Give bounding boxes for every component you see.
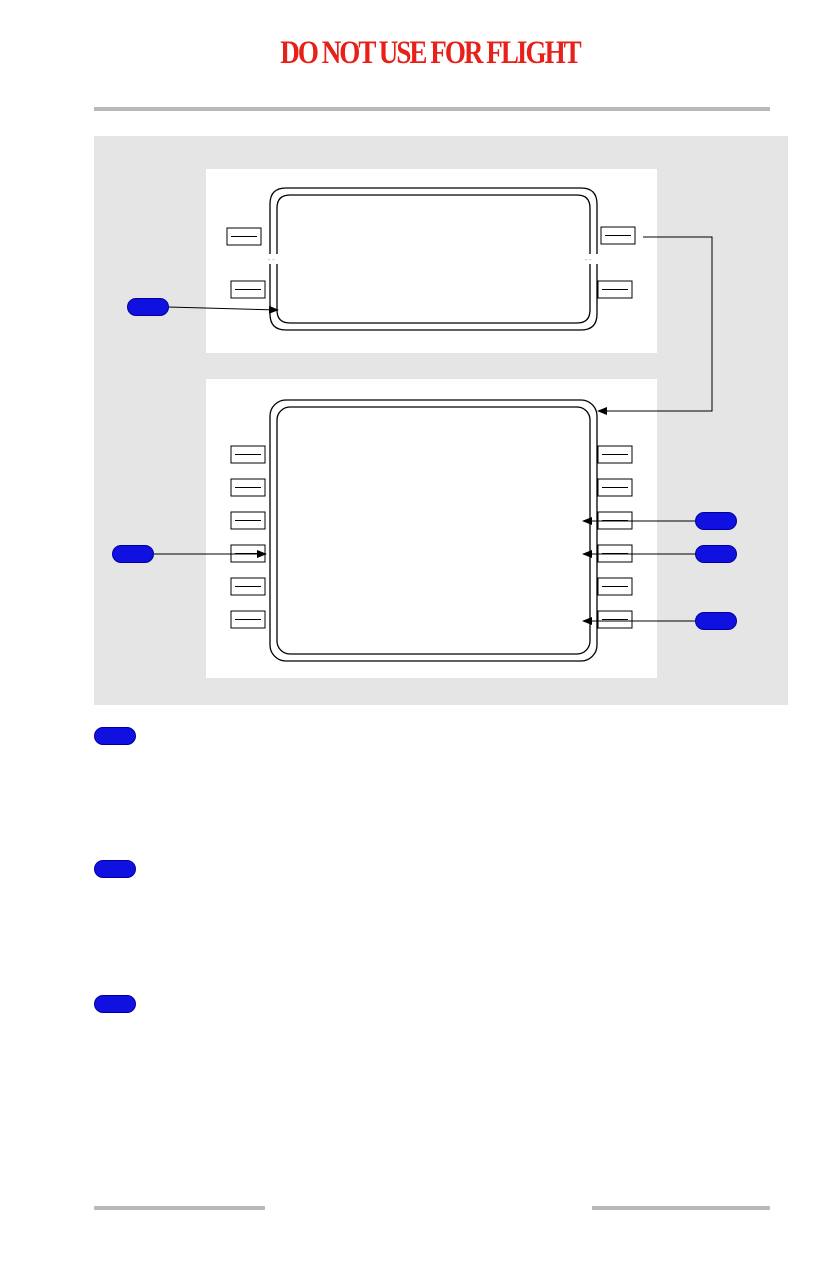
callout-oval bbox=[695, 612, 737, 630]
top-display-bezel: - - - - bbox=[268, 187, 599, 331]
footer-rule-left bbox=[94, 1206, 265, 1210]
callout-oval bbox=[112, 545, 154, 563]
callout-oval bbox=[94, 995, 136, 1013]
header-rule bbox=[94, 107, 770, 111]
callout-oval bbox=[94, 860, 136, 878]
bottom-display-bezel bbox=[269, 399, 598, 662]
bottom-display-keys bbox=[230, 445, 633, 629]
leader-connector bbox=[597, 236, 713, 415]
bottom-display-panel bbox=[206, 379, 657, 678]
svg-text:- -: - - bbox=[585, 257, 592, 264]
svg-text:- -: - - bbox=[268, 257, 275, 264]
callout-oval bbox=[127, 298, 169, 316]
cdu-figure bbox=[94, 136, 788, 705]
footer-rule-right bbox=[592, 1206, 770, 1210]
callout-oval bbox=[695, 512, 737, 530]
callout-oval bbox=[94, 727, 136, 745]
leader-lines bbox=[153, 236, 713, 625]
top-display-keys bbox=[226, 226, 636, 299]
callout-oval bbox=[695, 545, 737, 563]
leader-top-screen bbox=[167, 305, 279, 314]
do-not-use-warning: DO NOT USE FOR FLIGHT bbox=[280, 35, 581, 71]
